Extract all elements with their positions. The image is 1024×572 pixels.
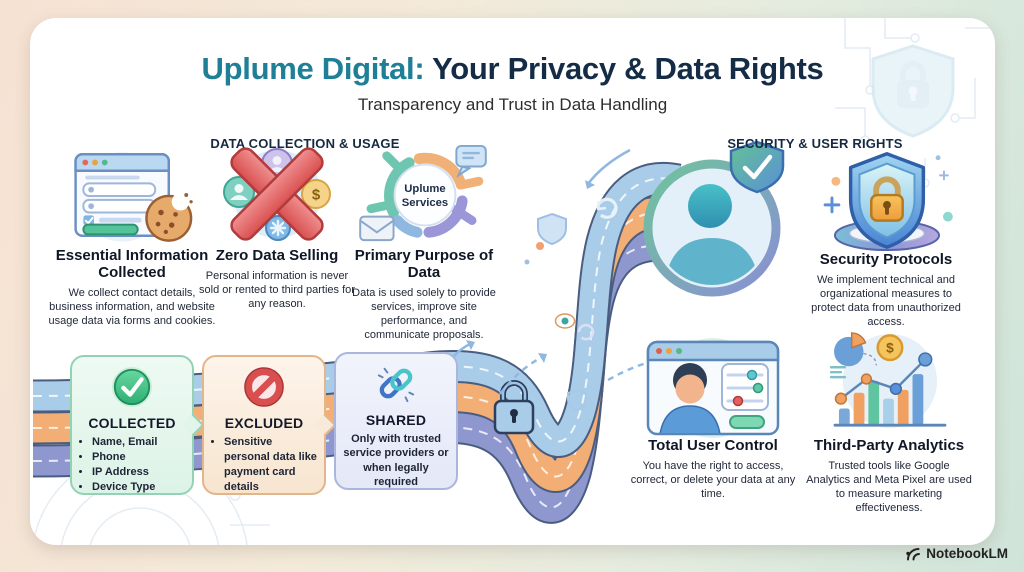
verified-shield-badge	[729, 140, 785, 194]
shared-text: Only with trusted service providers or w…	[343, 433, 449, 488]
feature-desc: Data is used solely to provide services,…	[352, 286, 496, 341]
sync-icon	[577, 323, 595, 341]
card-title: COLLECTED	[88, 415, 176, 431]
dollar-glyph: $	[312, 187, 321, 204]
feature-title: Third-Party Analytics	[813, 437, 965, 454]
feature-security-protocols: Security Protocols We implement technica…	[804, 251, 968, 330]
collected-list: Name, Email Phone IP Address Device Type	[72, 435, 192, 494]
uplume-services-label-line2: Services	[402, 197, 448, 209]
dot-orange	[536, 242, 544, 250]
feature-total-user-control: Total User Control You have the right to…	[630, 437, 796, 502]
excluded-list: Sensitive personal data like payment car…	[204, 435, 324, 494]
list-item: IP Address	[92, 465, 186, 480]
feature-title: Primary Purpose of Data	[354, 247, 494, 281]
card-title: SHARED	[365, 412, 427, 428]
essential-information-icon	[74, 152, 193, 242]
check-circle-icon	[111, 366, 153, 408]
dot-blue	[524, 259, 530, 265]
collected-card: COLLECTED Name, Email Phone IP Address D…	[70, 355, 205, 495]
feature-zero-data-selling: Zero Data Selling Personal information i…	[196, 247, 358, 312]
feature-title: Zero Data Selling	[215, 247, 339, 264]
user-avatar	[643, 140, 785, 297]
notebooklm-watermark: NotebookLM	[905, 546, 1008, 561]
page-subtitle: Transparency and Trust in Data Handling	[357, 95, 668, 114]
list-item: Device Type	[92, 480, 186, 495]
feature-third-party-analytics: Third-Party Analytics Trusted tools like…	[806, 437, 972, 516]
notebooklm-label: NotebookLM	[926, 546, 1008, 561]
uplume-services-label-line1: Uplume	[404, 183, 445, 195]
feature-desc: We collect contact details, business inf…	[48, 286, 216, 327]
brand-name: Uplume Digital:	[201, 51, 425, 86]
total-user-control-icon	[646, 338, 780, 438]
envelope-icon	[359, 215, 395, 242]
notebooklm-logo-icon	[906, 548, 921, 561]
list-item: Sensitive personal data like payment car…	[224, 435, 318, 494]
header: Uplume Digital: Your Privacy & Data Righ…	[30, 51, 995, 115]
feature-title: Essential Information Collected	[55, 247, 209, 281]
speech-bubble-icon	[455, 144, 487, 178]
feature-essential-information: Essential Information Collected We colle…	[48, 247, 216, 329]
feature-title: Total User Control	[648, 437, 778, 454]
dollar-glyph: $	[886, 341, 894, 356]
eye-icon	[554, 313, 576, 329]
list-item: Phone	[92, 450, 186, 465]
feature-title: Security Protocols	[819, 251, 953, 268]
card-title: EXCLUDED	[224, 415, 304, 431]
feature-desc: You have the right to access, correct, o…	[630, 459, 796, 500]
shared-card: SHARED Only with trusted service provide…	[334, 352, 458, 490]
primary-purpose-icon: Uplume Services	[359, 144, 487, 242]
section-header-data-collection: DATA COLLECTION & USAGE	[210, 136, 400, 151]
third-party-analytics-icon: $	[829, 332, 947, 429]
zero-data-selling-icon: $	[223, 147, 331, 241]
list-item: Name, Email	[92, 435, 186, 450]
title-rest: Your Privacy & Data Rights	[424, 51, 824, 86]
feature-desc: Trusted tools like Google Analytics and …	[806, 459, 972, 514]
page-title: Uplume Digital: Your Privacy & Data Righ…	[30, 51, 995, 87]
feature-primary-purpose: Primary Purpose of Data Data is used sol…	[348, 247, 500, 342]
shield-outline-icon	[537, 212, 587, 412]
security-protocols-icon	[823, 152, 953, 252]
link-icon	[377, 367, 415, 403]
section-header-security-rights: SECURITY & USER RIGHTS	[727, 136, 903, 151]
prohibited-icon	[244, 367, 284, 407]
feature-desc: We implement technical and organizationa…	[811, 273, 961, 328]
refresh-icon	[596, 197, 618, 219]
feature-desc: Personal information is never sold or re…	[199, 269, 355, 310]
padlock-icon	[493, 380, 535, 435]
excluded-card: EXCLUDED Sensitive personal data like pa…	[202, 355, 337, 495]
